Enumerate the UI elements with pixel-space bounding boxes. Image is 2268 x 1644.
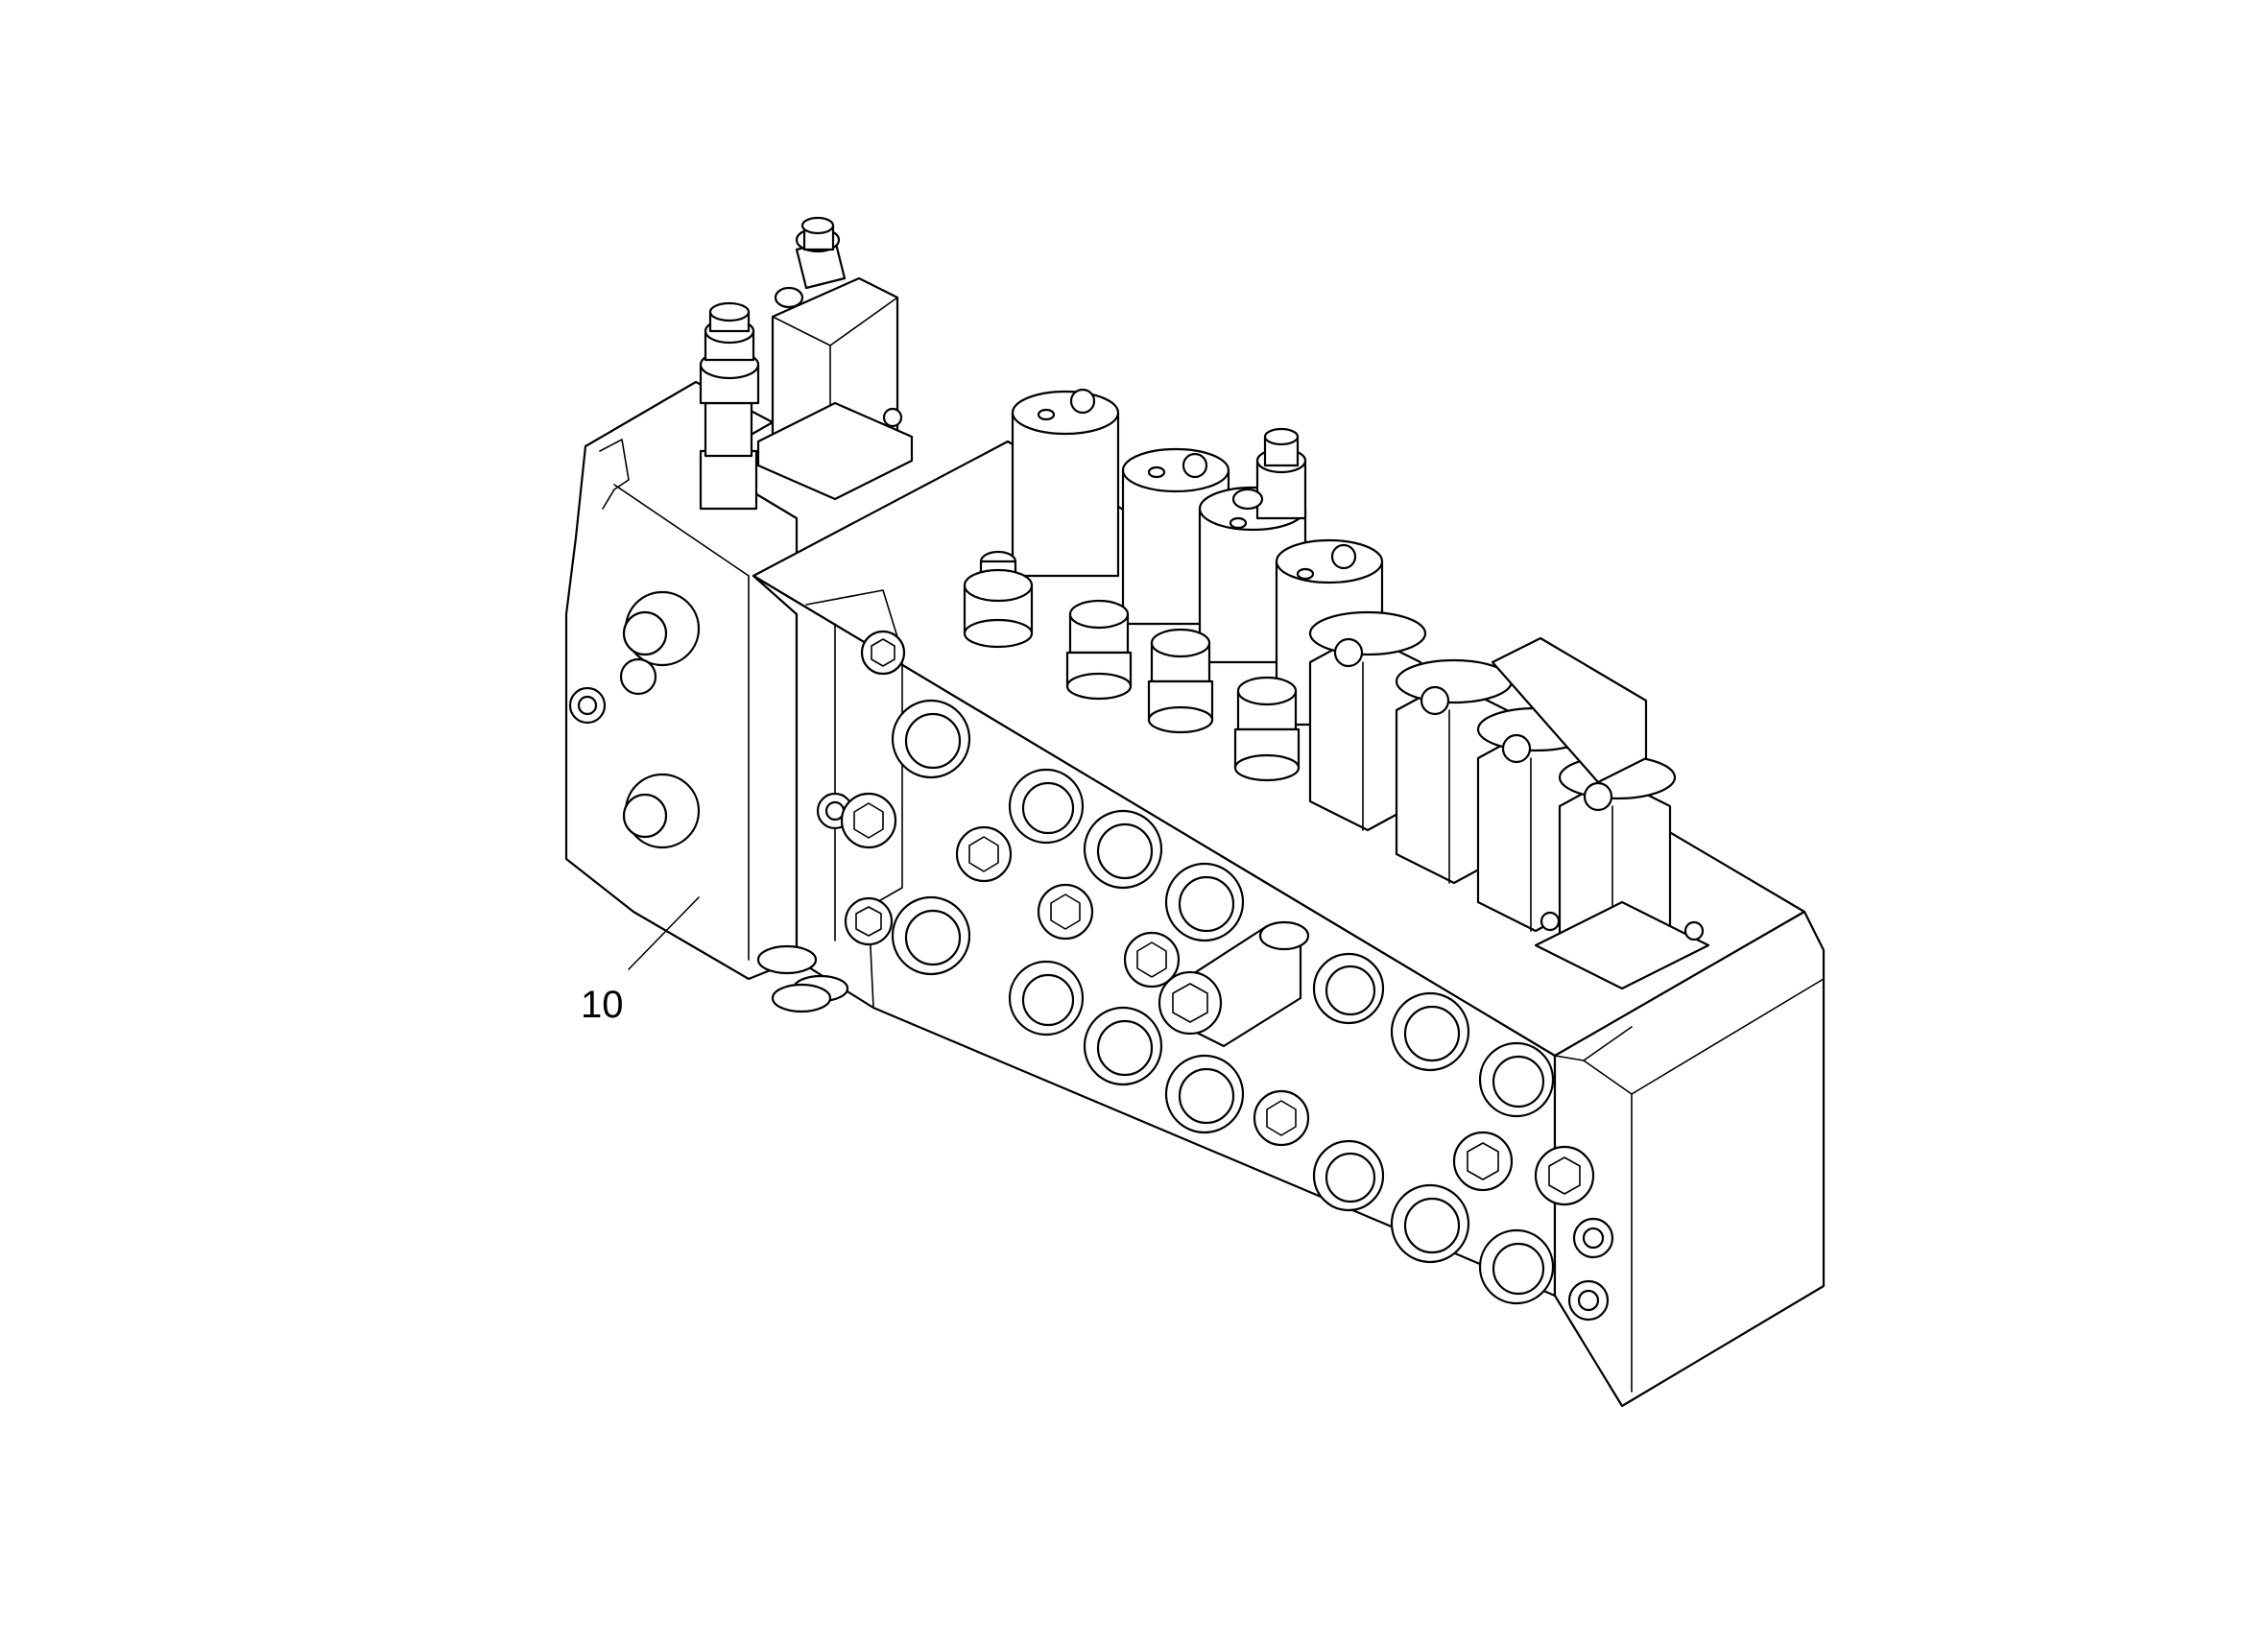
solenoid-cartridge-tall xyxy=(756,216,914,501)
port-circle xyxy=(1390,991,1470,1072)
port-circle xyxy=(1008,768,1085,845)
port-circle xyxy=(1008,960,1085,1036)
hex-plug xyxy=(1253,1089,1310,1147)
hex-plug xyxy=(1534,1145,1595,1206)
bottom-fittings xyxy=(756,944,849,1013)
relief-valve-stack xyxy=(699,301,760,511)
port-circle xyxy=(1478,1228,1555,1305)
port-circle xyxy=(1164,1054,1245,1134)
solenoid-valve-blocks xyxy=(1308,610,1710,990)
callout-leader-line xyxy=(628,896,700,970)
inlet-end-block xyxy=(564,380,799,981)
hex-plug xyxy=(860,630,906,676)
cap-fitting xyxy=(1065,599,1133,701)
port-circle xyxy=(1164,862,1245,942)
solenoid-block xyxy=(1308,610,1427,832)
top-cap-fittings xyxy=(963,550,1301,782)
hex-plug xyxy=(1123,931,1181,989)
port-circle xyxy=(1390,1183,1470,1264)
cap-fitting xyxy=(963,568,1034,649)
cap-fitting xyxy=(1147,628,1214,734)
hex-plug xyxy=(1037,883,1094,941)
port-circle xyxy=(1478,1041,1555,1118)
hex-plug xyxy=(1567,1279,1610,1322)
inlet-plug xyxy=(568,686,607,725)
port-circle xyxy=(1083,1006,1163,1086)
solenoid-coil xyxy=(1011,388,1120,578)
hex-plug xyxy=(1572,1217,1614,1259)
hex-plug xyxy=(955,825,1013,883)
elbow-fitting-top xyxy=(1231,427,1307,520)
cartridge-fitting-front xyxy=(1158,920,1310,1048)
callout-10: 10 xyxy=(581,896,700,1026)
port-circle xyxy=(1083,809,1163,890)
hex-plugs xyxy=(816,630,1614,1322)
inlet-port-fitting-lower xyxy=(622,773,701,849)
hex-plug xyxy=(844,896,894,946)
port-circle xyxy=(1312,1139,1385,1212)
port-array xyxy=(891,699,1555,1305)
port-circle xyxy=(1312,952,1385,1025)
port-circle xyxy=(891,895,971,976)
hex-plug xyxy=(1452,1131,1514,1192)
cap-fitting xyxy=(1233,676,1301,782)
hex-plug xyxy=(840,792,897,849)
callout-label: 10 xyxy=(581,984,624,1026)
port-circle xyxy=(891,699,971,779)
inlet-port-fitting-upper xyxy=(619,590,701,696)
